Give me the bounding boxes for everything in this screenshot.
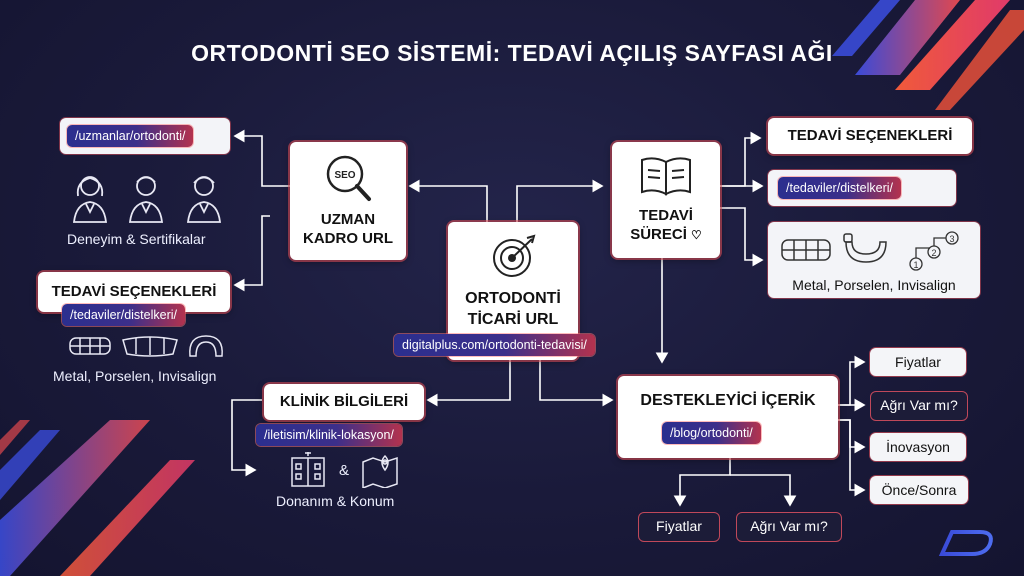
braces-icons (69, 335, 223, 357)
brand-logo (938, 530, 993, 556)
right-tedavi-options-card[interactable]: 1 2 3 Metal, Porselen, Invisalign (768, 222, 980, 298)
hospital-building-icon (291, 452, 325, 487)
step-2-label: 2 (931, 248, 936, 258)
doctor-female-icon (72, 176, 108, 223)
uzman-title-line2: KADRO URL (303, 230, 393, 247)
destek-title: DESTEKLEYİCİ İÇERİK (640, 392, 816, 409)
steps-icon (909, 231, 959, 271)
center-url[interactable]: digitalplus.com/ortodonti-tedavisi/ (394, 334, 595, 356)
step-1-label: 1 (913, 260, 918, 270)
seo-magnifier-icon: SEO (326, 155, 371, 201)
bottom-item-fiyatlar[interactable]: Fiyatlar (638, 512, 720, 542)
destek-url[interactable]: /blog/ortodonti/ (662, 422, 761, 444)
right-tedavi-caption: Metal, Porselen, Invisalign (792, 277, 956, 293)
doctor-icons (72, 176, 222, 223)
left-tedavi-caption: Metal, Porselen, Invisalign (53, 368, 217, 384)
right-tedavi-card[interactable]: TEDAVİ SEÇENEKLERİ (768, 118, 972, 154)
right-tedavi-url-card[interactable]: /tedaviler/distelkeri/ (768, 170, 956, 206)
tedavi-sureci-card[interactable]: TEDAVİ SÜRECİ ♡ (612, 142, 720, 258)
uzman-title-line1: UZMAN (320, 211, 376, 228)
surec-title-line1: TEDAVİ (639, 207, 693, 224)
uzman-kadro-card[interactable]: SEO UZMAN KADRO URL (290, 142, 406, 260)
porcelain-braces-icon (122, 336, 178, 357)
klinik-title: KLİNİK BİLGİLERİ (279, 393, 409, 410)
uzmanlar-url[interactable]: /uzmanlar/ortodonti/ (67, 125, 194, 147)
heart-tooth-icon: ♡ (691, 228, 702, 242)
uzman-caption: Deneyim & Sertifikalar (67, 231, 206, 247)
right-tedavi-title: TEDAVİ SEÇENEKLERİ (787, 127, 953, 144)
klinik-url[interactable]: /iletisim/klinik-lokasyon/ (256, 424, 402, 446)
step-3-label: 3 (949, 234, 954, 244)
metal-braces-icon (781, 239, 831, 261)
klinik-ampersand: & (339, 462, 350, 479)
metal-braces-icon (69, 337, 111, 355)
klinik-caption: Donanım & Konum (276, 493, 395, 509)
right-tedavi-url[interactable]: /tedaviler/distelkeri/ (778, 177, 901, 199)
doctor-icon (186, 176, 222, 223)
surec-title-line2: SÜRECİ ♡ (630, 226, 702, 243)
right-braces-icons: 1 2 3 (781, 231, 959, 271)
page-title: ORTODONTİ SEO SİSTEMİ: TEDAVİ AÇILIŞ SAY… (191, 40, 833, 66)
doctor-male-icon (128, 176, 164, 223)
bottom-item-agri[interactable]: Ağrı Var mı? (736, 512, 842, 542)
invisalign-aligner-icon (189, 335, 223, 357)
destek-item-agri[interactable]: Ağrı Var mı? (870, 391, 968, 421)
center-title-line2: TİCARİ URL (467, 311, 559, 328)
map-pin-icon (362, 454, 398, 488)
klinik-card[interactable]: KLİNİK BİLGİLERİ (264, 384, 424, 420)
seo-icon-text: SEO (334, 170, 355, 181)
center-title-line1: ORTODONTİ (465, 290, 561, 307)
destek-item-once-sonra[interactable]: Önce/Sonra (870, 476, 968, 504)
porcelain-aligner-icon (843, 233, 887, 263)
uzmanlar-url-card[interactable]: /uzmanlar/ortodonti/ (60, 118, 230, 154)
target-icon (493, 234, 536, 277)
destek-card[interactable]: DESTEKLEYİCİ İÇERİK /blog/ortodonti/ (618, 376, 838, 458)
left-tedavi-title: TEDAVİ SEÇENEKLERİ (51, 283, 217, 300)
book-icon (641, 157, 691, 196)
destek-item-fiyatlar[interactable]: Fiyatlar (870, 348, 966, 376)
left-tedavi-url[interactable]: /tedaviler/distelkeri/ (62, 304, 185, 326)
destek-item-inovasyon[interactable]: İnovasyon (870, 433, 966, 461)
